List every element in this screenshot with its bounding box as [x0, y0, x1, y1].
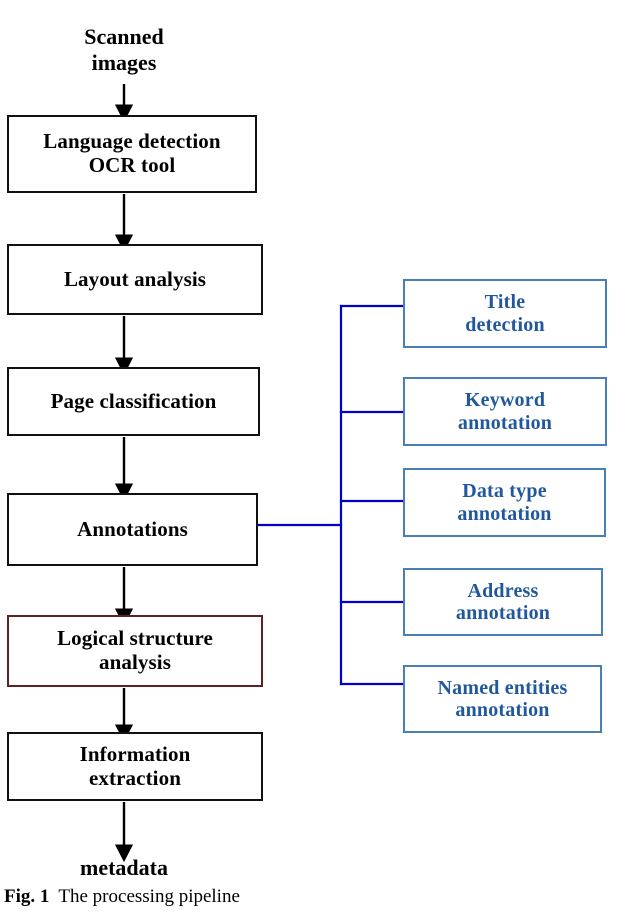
annotation-branch-title-detection[interactable]: Title detection	[403, 279, 607, 348]
figure-caption-label: Fig. 1	[4, 886, 50, 907]
pipeline-output-label: metadata	[80, 855, 168, 880]
figure-caption: Fig. 1 The processing pipeline	[4, 886, 636, 908]
annotation-branch-named-entities-annotation[interactable]: Named entities annotation	[403, 665, 602, 733]
pipeline-step-label: Language detection OCR tool	[43, 129, 221, 177]
pipeline-step-language-detection-ocr-tool[interactable]: Language detection OCR tool	[7, 115, 257, 193]
pipeline-step-label: Page classification	[50, 388, 217, 413]
pipeline-step-logical-structure-analysis[interactable]: Logical structure analysis	[7, 615, 263, 687]
annotation-branch-label: Address annotation	[455, 579, 551, 624]
pipeline-step-label: Annotations	[77, 516, 188, 541]
annotation-branch-label: Title detection	[465, 291, 545, 336]
annotation-branch-tree	[257, 304, 405, 686]
pipeline-step-label: Information extraction	[79, 741, 191, 790]
figure-caption-text: The processing pipeline	[58, 886, 240, 907]
pipeline-step-page-classification[interactable]: Page classification	[7, 367, 260, 436]
pipeline-step-information-extraction[interactable]: Information extraction	[7, 732, 263, 801]
annotation-branch-keyword-annotation[interactable]: Keyword annotation	[403, 377, 607, 446]
pipeline-step-annotations[interactable]: Annotations	[7, 493, 258, 566]
annotation-branch-label: Data type annotation	[457, 480, 552, 525]
pipeline-step-label: Logical structure analysis	[57, 626, 213, 674]
pipeline-step-label: Layout analysis	[63, 266, 207, 291]
annotation-branch-label: Named entities annotation	[437, 676, 568, 721]
pipeline-step-layout-analysis[interactable]: Layout analysis	[7, 244, 263, 315]
pipeline-input-label: Scanned images	[84, 24, 164, 75]
annotation-branch-data-type-annotation[interactable]: Data type annotation	[403, 468, 606, 537]
annotation-branch-label: Keyword annotation	[457, 389, 553, 434]
annotation-branch-address-annotation[interactable]: Address annotation	[403, 568, 603, 636]
